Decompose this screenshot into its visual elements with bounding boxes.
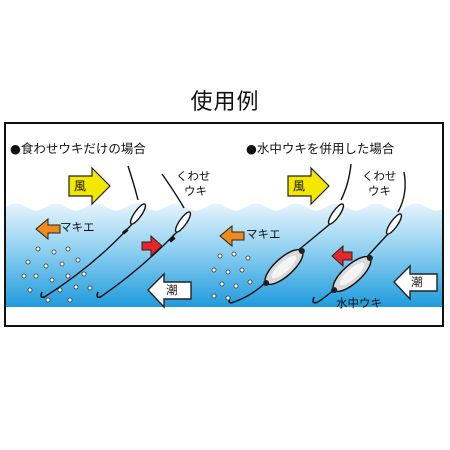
water-area — [6, 203, 442, 307]
underwater-float-icon-2 — [331, 254, 373, 294]
chum-label-left: マキエ — [60, 220, 95, 234]
chum-arrow-left — [35, 217, 61, 241]
tide-label-right: 潮 — [411, 275, 423, 289]
fishing-line-2-under — [101, 231, 178, 297]
fishing-line-2 — [161, 173, 185, 209]
fishing-line-3 — [340, 163, 352, 201]
chum-arrow-right — [219, 224, 245, 248]
left-panel-heading: ●食わせウキだけの場合 — [10, 141, 146, 156]
diagram-frame — [4, 122, 444, 327]
float-icon-4 — [385, 213, 403, 235]
chum-label-right: マキエ — [246, 227, 281, 241]
fishing-line-1 — [127, 165, 139, 201]
tide-arrow-right — [393, 264, 438, 301]
underwater-float-label: 水中ウキ — [336, 296, 382, 310]
tide-arrow-left — [147, 272, 192, 309]
fishing-line-4-hook — [317, 289, 335, 303]
page-title: 使用例 — [190, 90, 260, 115]
hook-icon-4 — [312, 296, 319, 304]
float-icon-1 — [129, 203, 147, 225]
wind-arrow-left — [68, 166, 111, 206]
wind-label-left: 風 — [74, 179, 87, 193]
chum-particles-left — [21, 246, 93, 303]
float-label-left-line2: ウキ — [184, 184, 207, 198]
underwater-float-icon-1 — [263, 247, 305, 287]
right-panel-heading: ●水中ウキを併用した場合 — [246, 141, 395, 156]
fishing-line-3-hook — [233, 283, 265, 303]
current-arrow-right — [331, 244, 353, 268]
diagram-illustration — [6, 163, 442, 309]
float-label-left-line1: くわせ — [176, 169, 211, 183]
tide-label-left: 潮 — [166, 283, 178, 297]
chum-particles-right — [211, 251, 253, 301]
hook-icon-2 — [96, 291, 103, 299]
float-label-right-line1: くわせ — [362, 169, 397, 183]
wind-arrow-right — [287, 166, 330, 206]
float-icon-2 — [174, 211, 192, 233]
fishing-line-4 — [397, 171, 406, 213]
float-label-right-line2: ウキ — [368, 184, 391, 198]
line-stopper-2 — [169, 236, 176, 243]
hook-icon-1 — [40, 291, 47, 299]
wind-label-right: 風 — [293, 179, 306, 193]
current-arrow-left — [141, 234, 163, 258]
line-stopper-1 — [122, 228, 129, 235]
